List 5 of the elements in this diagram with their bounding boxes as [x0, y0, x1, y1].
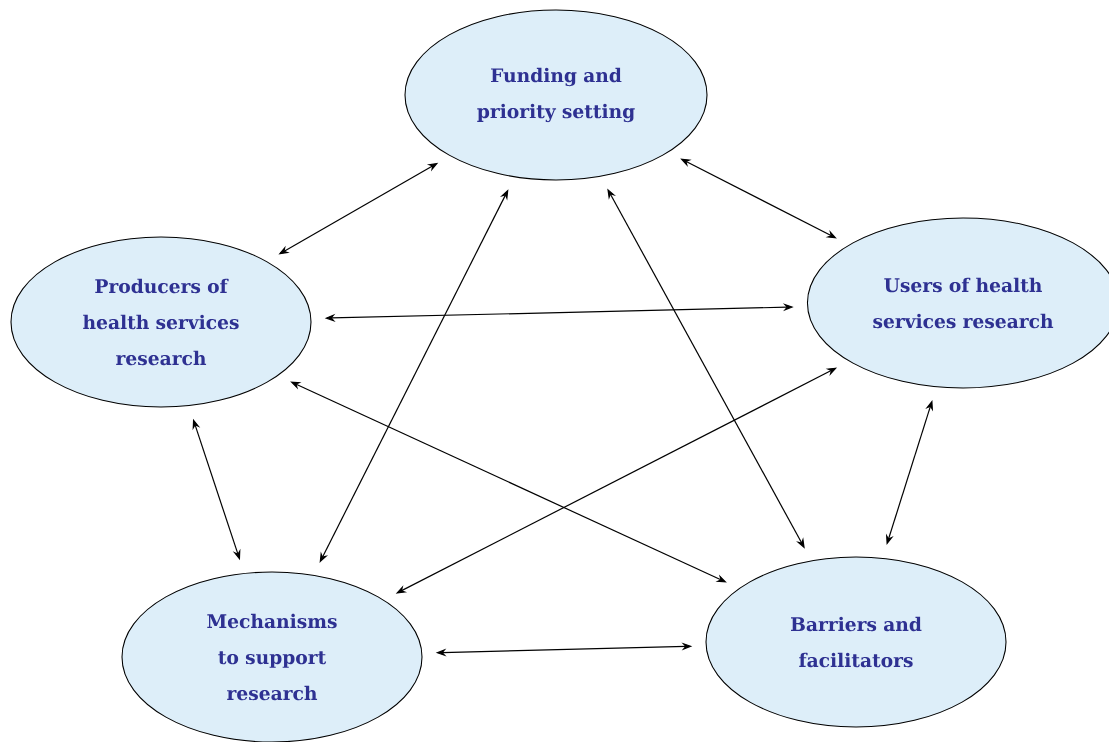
ellipse-node: Mechanisms to support research: [121, 571, 423, 742]
ellipse-node: Funding and priority setting: [404, 9, 708, 181]
ellipse-node: Users of health services research: [806, 217, 1109, 389]
ellipse-node: Barriers and facilitators: [705, 556, 1007, 728]
ellipse-node: Producers of health services research: [10, 236, 312, 408]
